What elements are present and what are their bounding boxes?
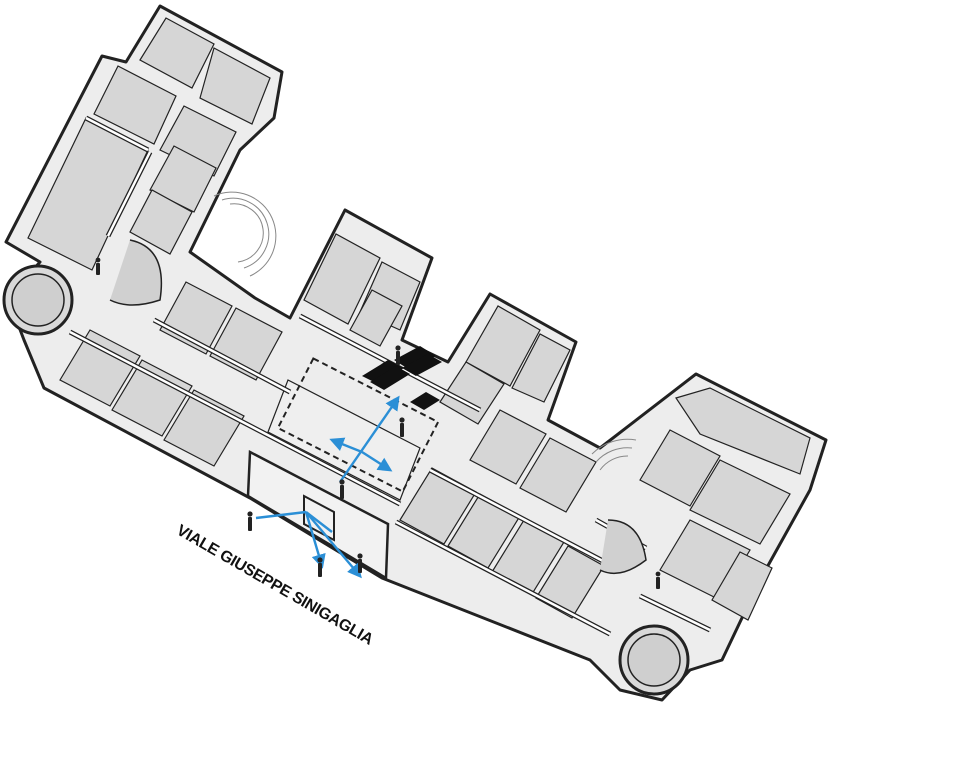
- exterior-stair-arcs: [213, 191, 637, 471]
- flow-arrow-west: [329, 437, 363, 454]
- flow-arrow-east: [361, 450, 393, 472]
- people: [95, 257, 661, 589]
- person-icon: [395, 345, 401, 365]
- flow-arrow-icon: [255, 395, 400, 579]
- person-icon: [247, 511, 253, 531]
- person-icon: [655, 571, 661, 589]
- person-icon: [399, 417, 405, 437]
- flow-arrow-entry: [304, 511, 326, 569]
- person-icon: [357, 553, 363, 573]
- flow-arrow-north: [339, 395, 400, 483]
- spiral-stair-icon: [109, 239, 647, 575]
- flow-arrow-entry-south: [305, 511, 362, 579]
- person-icon: [339, 479, 345, 499]
- person-icon: [95, 257, 101, 275]
- entrance-pavilion: [246, 357, 440, 581]
- flow-arrow-approach: [255, 510, 307, 520]
- staircase-icon: [362, 346, 442, 410]
- person-icon: [317, 557, 323, 577]
- flow-arrow-inside: [305, 511, 333, 533]
